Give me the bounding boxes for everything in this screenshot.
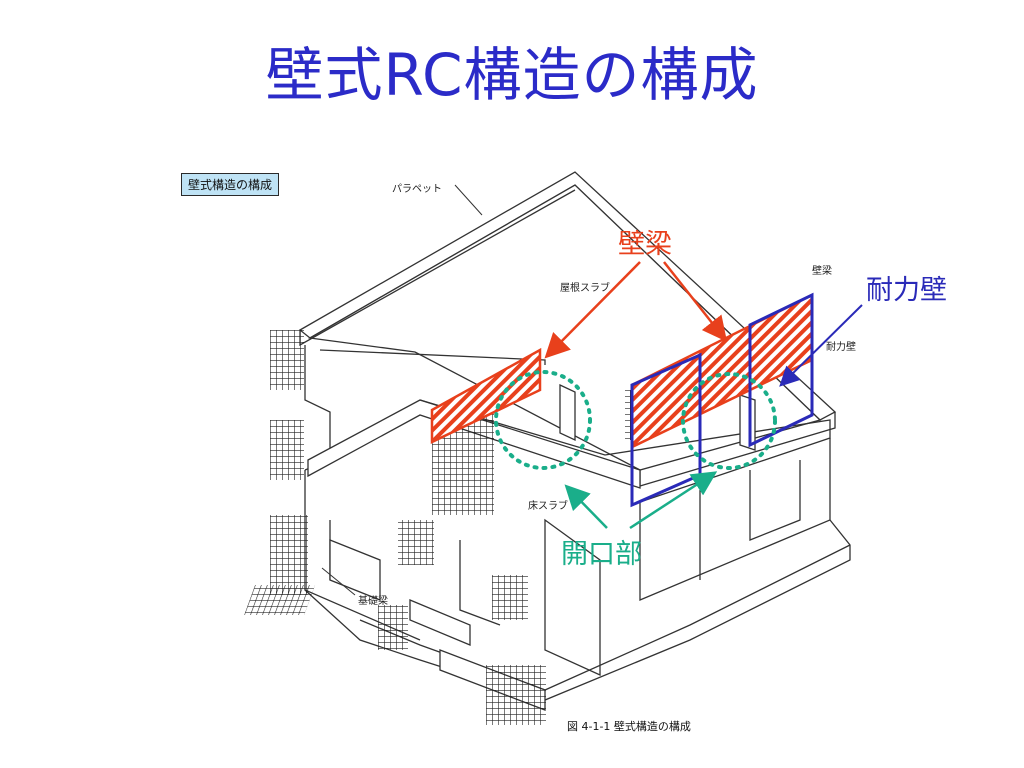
opening-arrow-right	[629, 471, 718, 530]
wall-beam-arrow-left	[544, 261, 641, 359]
bearing-wall-right	[748, 292, 814, 448]
label-roof-slab: 屋根スラブ	[560, 283, 610, 294]
bearing-wall-arrow	[779, 304, 863, 387]
label-parapet: パラペット	[392, 184, 442, 195]
callout-wall-beam: 壁梁	[618, 229, 672, 260]
callout-opening: 開口部	[561, 539, 642, 570]
callout-bearing-wall: 耐力壁	[866, 275, 947, 306]
label-floor-slab: 床スラブ	[528, 501, 568, 512]
figure-heading: 壁式構造の構成	[181, 173, 280, 196]
foundation	[304, 519, 851, 701]
wall-beam-arrow-right	[663, 261, 728, 342]
wall-beam-left	[430, 347, 542, 444]
label-foundation-beam: 基礎梁	[358, 596, 388, 607]
label-bearing-wall-small: 耐力壁	[826, 342, 856, 353]
slide-title: 壁式RC構造の構成	[265, 41, 759, 109]
label-wall-beam-small: 壁梁	[812, 266, 832, 277]
opening-circle-left	[494, 370, 592, 470]
opening-circle-right	[681, 372, 777, 470]
opening-arrow-left	[564, 484, 608, 529]
figure-caption: 図 4-1-1 壁式構造の構成	[567, 720, 691, 733]
